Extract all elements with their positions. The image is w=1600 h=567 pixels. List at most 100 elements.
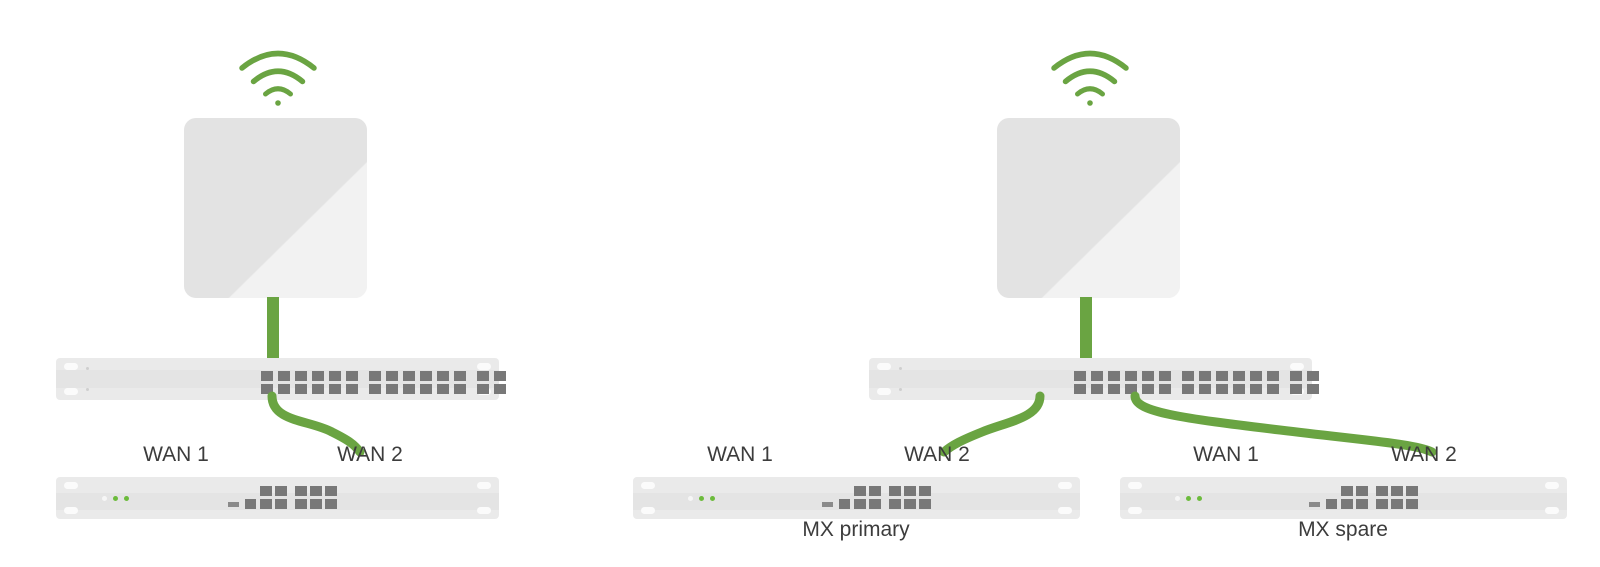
mx-port[interactable] — [260, 486, 272, 496]
switch-port[interactable] — [386, 384, 398, 394]
mx-port[interactable] — [904, 499, 916, 509]
mx-security-appliance[interactable] — [56, 477, 499, 519]
mx-port[interactable] — [889, 499, 901, 509]
switch-port[interactable] — [403, 371, 415, 381]
switch-port[interactable] — [1182, 384, 1194, 394]
mx-port[interactable] — [310, 486, 322, 496]
switch-port[interactable] — [494, 371, 506, 381]
mx-console-port[interactable] — [822, 502, 833, 507]
switch-port[interactable] — [1108, 371, 1120, 381]
switch-port[interactable] — [437, 384, 449, 394]
mx-port[interactable] — [1376, 499, 1388, 509]
switch-port[interactable] — [1108, 384, 1120, 394]
mx-port[interactable] — [854, 499, 866, 509]
switch-port[interactable] — [329, 371, 341, 381]
mx-port[interactable] — [889, 486, 901, 496]
mx-port[interactable] — [1356, 486, 1368, 496]
mx-port[interactable] — [1341, 499, 1353, 509]
switch-port[interactable] — [329, 384, 341, 394]
mx-port[interactable] — [904, 486, 916, 496]
mx-port[interactable] — [1406, 486, 1418, 496]
switch-port[interactable] — [1159, 384, 1171, 394]
mx-port[interactable] — [919, 499, 931, 509]
switch-port[interactable] — [261, 371, 273, 381]
switch-port[interactable] — [312, 371, 324, 381]
switch-port[interactable] — [1091, 384, 1103, 394]
switch-port[interactable] — [295, 371, 307, 381]
switch-port[interactable] — [295, 384, 307, 394]
mx-port[interactable] — [1376, 486, 1388, 496]
switch-port[interactable] — [1290, 384, 1302, 394]
mx-port[interactable] — [1406, 499, 1418, 509]
switch-port[interactable] — [1074, 371, 1086, 381]
mx-console-port[interactable] — [1309, 502, 1320, 507]
mx-security-appliance-primary[interactable] — [633, 477, 1080, 519]
cable-ap-to-switch — [267, 297, 279, 359]
switch-port[interactable] — [1182, 371, 1194, 381]
mx-port[interactable] — [839, 499, 850, 509]
switch-port[interactable] — [1307, 384, 1319, 394]
switch-port[interactable] — [278, 384, 290, 394]
mx-port[interactable] — [295, 486, 307, 496]
switch-port[interactable] — [1142, 384, 1154, 394]
mx-port[interactable] — [325, 486, 337, 496]
wireless-access-point[interactable] — [184, 118, 367, 298]
switch-port[interactable] — [477, 371, 489, 381]
mx-port[interactable] — [869, 486, 881, 496]
switch-port[interactable] — [1267, 371, 1279, 381]
switch-port[interactable] — [454, 384, 466, 394]
switch-port[interactable] — [346, 371, 358, 381]
switch-port[interactable] — [403, 384, 415, 394]
switch-port[interactable] — [1199, 371, 1211, 381]
switch-port[interactable] — [420, 384, 432, 394]
mx-port[interactable] — [1356, 499, 1368, 509]
switch-port[interactable] — [1216, 384, 1228, 394]
switch-port[interactable] — [1125, 371, 1137, 381]
switch-port[interactable] — [1250, 384, 1262, 394]
switch-port[interactable] — [1307, 371, 1319, 381]
switch-port[interactable] — [1290, 371, 1302, 381]
mx-port[interactable] — [310, 499, 322, 509]
mx-port[interactable] — [1341, 486, 1353, 496]
mx-port[interactable] — [275, 499, 287, 509]
switch-port[interactable] — [1250, 371, 1262, 381]
switch-port[interactable] — [261, 384, 273, 394]
mx-console-port[interactable] — [228, 502, 239, 507]
switch-port[interactable] — [454, 371, 466, 381]
mx-port[interactable] — [1391, 486, 1403, 496]
switch-port[interactable] — [1216, 371, 1228, 381]
mx-security-appliance-spare[interactable] — [1120, 477, 1567, 519]
switch-port[interactable] — [1233, 384, 1245, 394]
switch-port[interactable] — [437, 371, 449, 381]
mx-port[interactable] — [275, 486, 287, 496]
mx-port[interactable] — [919, 486, 931, 496]
switch-port[interactable] — [1091, 371, 1103, 381]
mx-port[interactable] — [245, 499, 256, 509]
switch-port[interactable] — [494, 384, 506, 394]
mx-port[interactable] — [1326, 499, 1337, 509]
switch-port[interactable] — [1125, 384, 1137, 394]
mx-port[interactable] — [260, 499, 272, 509]
mx-port[interactable] — [1391, 499, 1403, 509]
wireless-access-point[interactable] — [997, 118, 1180, 298]
switch-port[interactable] — [312, 384, 324, 394]
switch-port[interactable] — [1199, 384, 1211, 394]
switch-port[interactable] — [369, 371, 381, 381]
mx-port[interactable] — [295, 499, 307, 509]
switch-port[interactable] — [346, 384, 358, 394]
network-switch[interactable] — [56, 358, 506, 400]
switch-port[interactable] — [369, 384, 381, 394]
switch-port[interactable] — [477, 384, 489, 394]
switch-port[interactable] — [278, 371, 290, 381]
switch-port[interactable] — [1142, 371, 1154, 381]
switch-port[interactable] — [1267, 384, 1279, 394]
switch-port[interactable] — [420, 371, 432, 381]
switch-port[interactable] — [1233, 371, 1245, 381]
switch-port[interactable] — [1074, 384, 1086, 394]
switch-port[interactable] — [1159, 371, 1171, 381]
network-switch[interactable] — [869, 358, 1319, 400]
switch-port[interactable] — [386, 371, 398, 381]
mx-port[interactable] — [854, 486, 866, 496]
mx-port[interactable] — [325, 499, 337, 509]
mx-port[interactable] — [869, 499, 881, 509]
